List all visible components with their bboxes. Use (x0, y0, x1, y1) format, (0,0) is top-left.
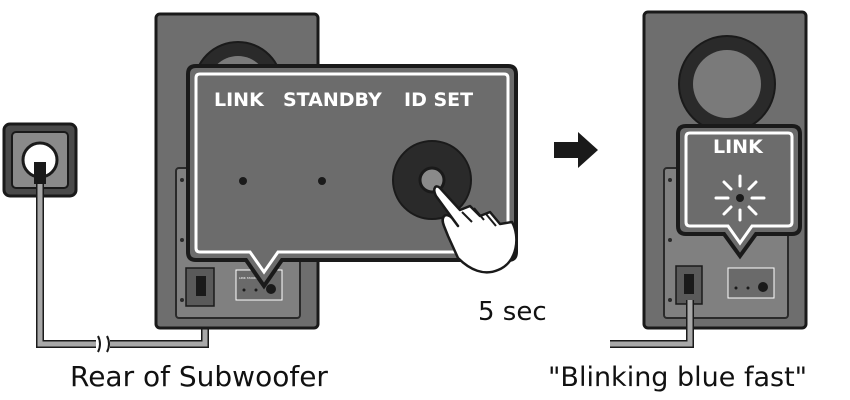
caption-blinking-blue-fast: "Blinking blue fast" (548, 362, 807, 393)
id-set-button[interactable] (392, 140, 472, 220)
link-status-label: LINK (713, 136, 764, 158)
caption-rear-of-subwoofer: Rear of Subwoofer (70, 360, 328, 393)
duration-label: 5 sec (478, 297, 547, 327)
blinking-light-icon (714, 174, 766, 222)
id-set-label: ID SET (404, 89, 473, 111)
svg-text:LINK STANDBY ID SET: LINK STANDBY ID SET (239, 276, 271, 280)
panel-zoom-callout (186, 64, 518, 290)
link-led (239, 177, 247, 185)
pointing-hand-icon (433, 185, 518, 274)
power-outlet-icon (2, 122, 78, 198)
standby-label: STANDBY (283, 89, 382, 111)
standby-led (318, 177, 326, 185)
link-status-callout (676, 124, 802, 260)
link-label: LINK (214, 89, 265, 111)
power-cable-right (610, 300, 694, 348)
right-arrow-icon (554, 132, 598, 168)
